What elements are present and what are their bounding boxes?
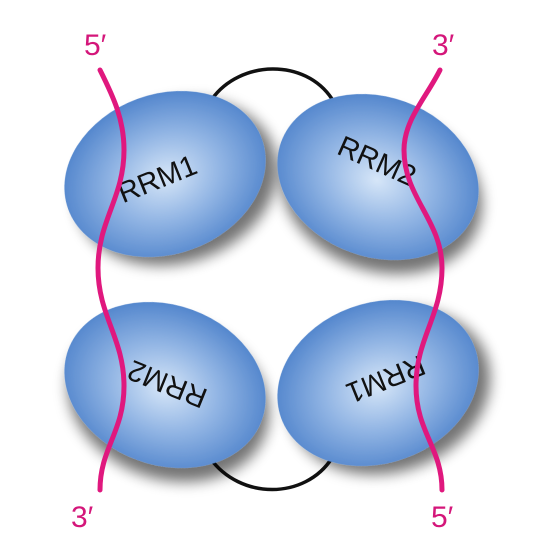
- rna-strand-right: [401, 67, 445, 493]
- right-strand-bottom-end: 5′: [431, 501, 454, 534]
- domain-bottom-left: RRM2: [64, 301, 266, 469]
- domain-bottom-right: RRM1: [277, 299, 479, 467]
- left-strand-bottom-end: 3′: [71, 501, 94, 534]
- rrm-domain-blob: [64, 90, 266, 258]
- domain-top-right: RRM2: [277, 93, 479, 261]
- rrm-domain-blob: [277, 299, 479, 467]
- bottom-linker: [208, 456, 334, 492]
- top-linker: [210, 67, 334, 101]
- rna-strand-left: [95, 67, 127, 493]
- domain-top-left: RRM1: [64, 90, 266, 258]
- left-strand-top-end: 5′: [84, 29, 107, 62]
- right-strand-top-end: 3′: [432, 29, 455, 62]
